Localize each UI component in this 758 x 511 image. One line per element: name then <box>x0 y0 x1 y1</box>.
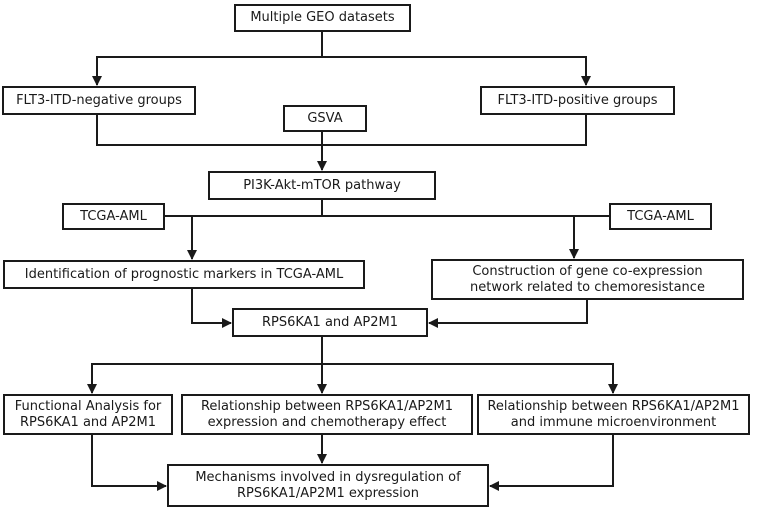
node-label: Identification of prognostic markers in … <box>24 266 344 282</box>
edge-pi3k-to-prog <box>187 215 322 260</box>
edge-rps-to-relimm <box>322 363 618 394</box>
node-gsva: GSVA <box>283 105 367 132</box>
edge-prog-to-rps <box>191 289 232 328</box>
node-label: TCGA-AML <box>80 208 147 224</box>
edge-coexp-to-rps <box>428 300 588 328</box>
node-label: PI3K-Akt-mTOR pathway <box>243 177 401 193</box>
node-prognostic-markers: Identification of prognostic markers in … <box>3 260 365 289</box>
node-label-line2: RPS6KA1/AP2M1 expression <box>237 485 419 501</box>
node-label: GSVA <box>307 110 343 126</box>
node-relationship-chemotherapy: Relationship between RPS6KA1/AP2M1 expre… <box>181 394 473 435</box>
node-tcga-aml-right: TCGA-AML <box>609 203 712 230</box>
node-label-line2: expression and chemotherapy effect <box>207 414 447 430</box>
node-label-line1: Relationship between RPS6KA1/AP2M1 <box>200 398 453 414</box>
node-label-line2: RPS6KA1 and AP2M1 <box>19 414 157 430</box>
node-label-line2: network related to chemoresistance <box>470 279 705 295</box>
node-label: FLT3-ITD-negative groups <box>16 92 182 108</box>
node-mechanisms-dysregulation: Mechanisms involved in dysregulation of … <box>167 464 489 507</box>
node-tcga-aml-left: TCGA-AML <box>62 203 165 230</box>
node-label: Multiple GEO datasets <box>250 10 395 25</box>
node-functional-analysis: Functional Analysis for RPS6KA1 and AP2M… <box>3 394 173 435</box>
edge-relimm-to-mech <box>489 435 614 491</box>
node-label-line2: and immune microenvironment <box>510 414 717 430</box>
node-label-line1: Construction of gene co-expression <box>472 263 703 279</box>
node-flt3-itd-positive: FLT3-ITD-positive groups <box>480 86 675 115</box>
node-label: RPS6KA1 and AP2M1 <box>261 314 399 330</box>
edge-pi3k-to-coexp <box>322 215 579 259</box>
node-multiple-geo-datasets: Multiple GEO datasets <box>234 4 411 32</box>
node-label-line1: Mechanisms involved in dysregulation of <box>195 469 461 485</box>
node-label: FLT3-ITD-positive groups <box>497 92 658 108</box>
edge-geo-to-neg <box>92 56 322 86</box>
edge-geo-to-pos <box>322 56 591 86</box>
node-label-line1: Relationship between RPS6KA1/AP2M1 <box>487 398 740 414</box>
node-coexpression-network: Construction of gene co-expression netwo… <box>431 259 744 300</box>
node-label-line1: Functional Analysis for <box>14 398 162 414</box>
edge-rps-to-func <box>87 363 322 394</box>
edge-neg-to-merge <box>96 115 587 146</box>
node-relationship-immune: Relationship between RPS6KA1/AP2M1 and i… <box>477 394 750 435</box>
edge-func-to-mech <box>91 435 167 491</box>
node-flt3-itd-negative: FLT3-ITD-negative groups <box>2 86 196 115</box>
node-rps6ka1-ap2m1: RPS6KA1 and AP2M1 <box>232 308 428 337</box>
node-pi3k-akt-mtor: PI3K-Akt-mTOR pathway <box>208 171 436 200</box>
node-label: TCGA-AML <box>627 208 694 224</box>
